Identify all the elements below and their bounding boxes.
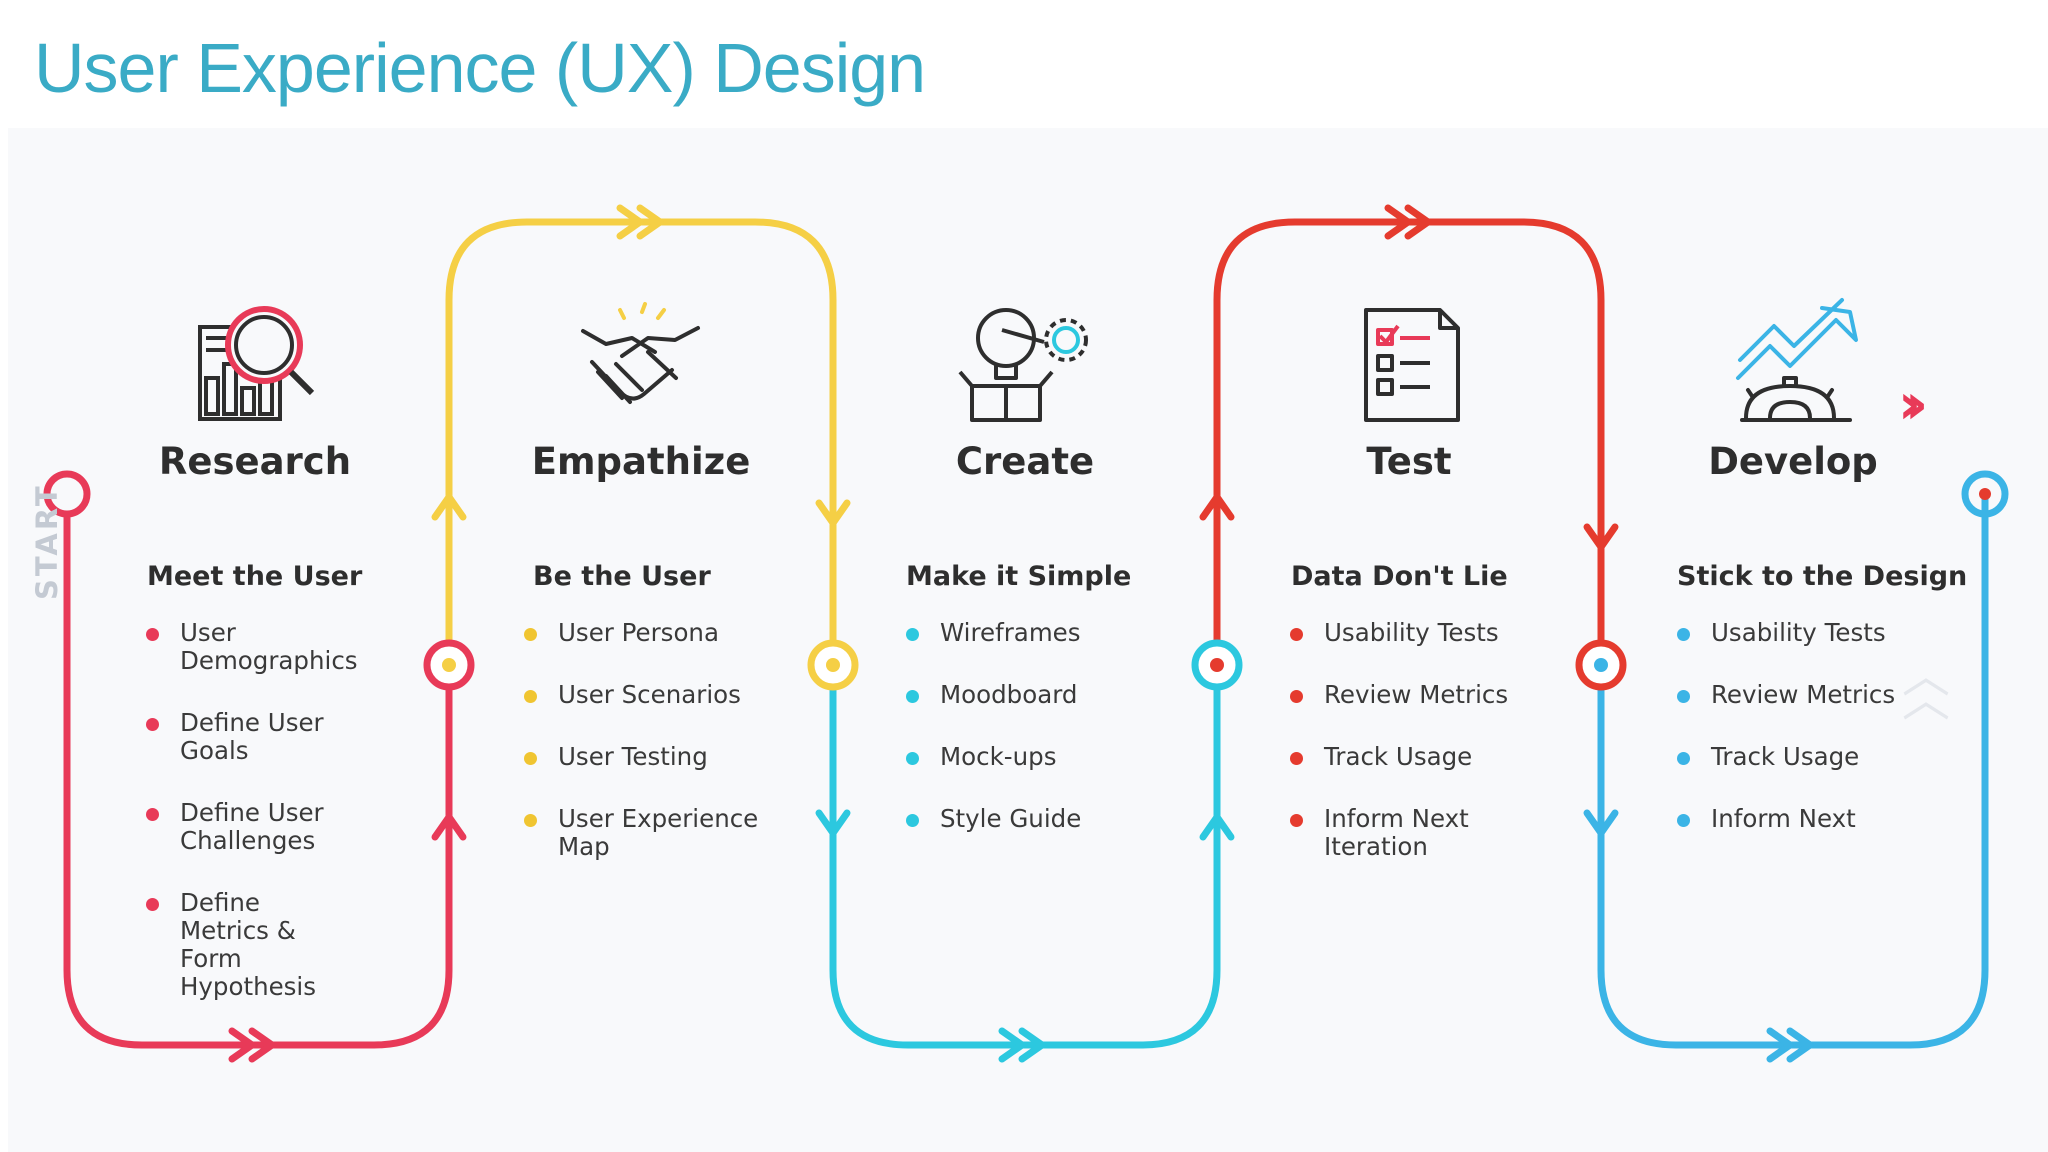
stage-title-research: Research (158, 440, 352, 483)
list-item: User Demographics (146, 619, 386, 675)
bullet-dot-icon (1290, 628, 1303, 641)
stage-subtitle-test: Data Don't Lie (1291, 561, 1508, 592)
bullet-dot-icon (1290, 814, 1303, 827)
arrow-down-icon (815, 809, 851, 837)
bullet-dot-icon (146, 628, 159, 641)
bullet-dot-icon (1290, 690, 1303, 703)
bullet-dot-icon (1677, 814, 1690, 827)
stage-title-develop: Develop (1708, 440, 1878, 483)
empathize-list: User Persona User Scenarios User Testing… (524, 619, 774, 861)
bullet-dot-icon (1290, 752, 1303, 765)
list-item: User Testing (524, 743, 774, 771)
bullet-dot-icon (524, 814, 537, 827)
list-item: Define User Challenges (146, 799, 386, 855)
list-item: Usability Tests (1677, 619, 1937, 647)
arrow-down-icon (1583, 523, 1619, 551)
list-item: Define User Goals (146, 709, 386, 765)
list-item: Mock-ups (906, 743, 1156, 771)
test-list: Usability Tests Review Metrics Track Usa… (1290, 619, 1540, 861)
junction-node-icon (1191, 639, 1243, 691)
list-item: Define Metrics & Form Hypothesis (146, 889, 386, 1001)
growth-arrow-gear-icon (1736, 298, 1858, 422)
bullet-dot-icon (906, 690, 919, 703)
bullet-dot-icon (1677, 628, 1690, 641)
bullet-dot-icon (906, 752, 919, 765)
arrow-right-icon (1384, 204, 1432, 240)
junction-node-icon (1575, 639, 1627, 691)
bullet-dot-icon (906, 628, 919, 641)
bullet-dot-icon (524, 752, 537, 765)
arrow-down-icon (815, 499, 851, 527)
bullet-dot-icon (146, 718, 159, 731)
start-node-icon (43, 470, 91, 518)
arrow-up-icon (431, 493, 467, 521)
stage-subtitle-create: Make it Simple (906, 561, 1132, 592)
research-path-segment (63, 510, 453, 1049)
create-list: Wireframes Moodboard Mock-ups Style Guid… (906, 619, 1156, 833)
bullet-dot-icon (146, 808, 159, 821)
stage-title-create: Create (955, 440, 1095, 483)
list-item: Track Usage (1290, 743, 1540, 771)
arrow-up-icon (431, 813, 467, 841)
list-item: User Scenarios (524, 681, 774, 709)
stage-subtitle-research: Meet the User (147, 561, 363, 592)
arrow-up-icon (1199, 813, 1235, 841)
list-item: Wireframes (906, 619, 1156, 647)
stage-title-empathize: Empathize (531, 440, 751, 483)
clipboard-checklist-icon (1364, 308, 1460, 422)
arrow-right-icon (228, 1027, 276, 1063)
chevron-right-icon: ›› (1898, 372, 1928, 437)
bullet-dot-icon (1677, 690, 1690, 703)
list-item: Review Metrics (1677, 681, 1937, 709)
list-item: Usability Tests (1290, 619, 1540, 647)
junction-node-icon (423, 639, 475, 691)
arrow-right-icon (998, 1027, 1046, 1063)
junction-node-icon (807, 639, 859, 691)
list-item: Moodboard (906, 681, 1156, 709)
arrow-down-icon (1583, 809, 1619, 837)
magnifier-chart-icon (198, 306, 315, 421)
list-item: Style Guide (906, 805, 1156, 833)
list-item: User Persona (524, 619, 774, 647)
develop-list: Usability Tests Review Metrics Track Usa… (1677, 619, 1937, 833)
bullet-dot-icon (146, 898, 159, 911)
list-item: User Experience Map (524, 805, 774, 861)
research-list: User Demographics Define User Goals Defi… (146, 619, 386, 1001)
bullet-dot-icon (1677, 752, 1690, 765)
arrow-up-icon (1199, 493, 1235, 521)
bullet-dot-icon (524, 628, 537, 641)
ux-process-diagram (8, 128, 2048, 1152)
stage-title-test: Test (1366, 440, 1452, 483)
bullet-dot-icon (906, 814, 919, 827)
list-item: Track Usage (1677, 743, 1937, 771)
stage-subtitle-develop: Stick to the Design (1677, 561, 1968, 592)
arrow-right-icon (616, 204, 664, 240)
end-node-icon (1961, 470, 2009, 518)
start-label: START (30, 483, 64, 600)
page-title: User Experience (UX) Design (34, 29, 926, 107)
list-item: Inform Next (1677, 805, 1937, 833)
stage-subtitle-empathize: Be the User (533, 561, 711, 592)
list-item: Review Metrics (1290, 681, 1540, 709)
list-item: Inform Next Iteration (1290, 805, 1540, 861)
bullet-dot-icon (524, 690, 537, 703)
arrow-right-icon (1766, 1027, 1814, 1063)
lightbulb-box-gear-icon (958, 308, 1088, 422)
handshake-icon (581, 302, 700, 404)
